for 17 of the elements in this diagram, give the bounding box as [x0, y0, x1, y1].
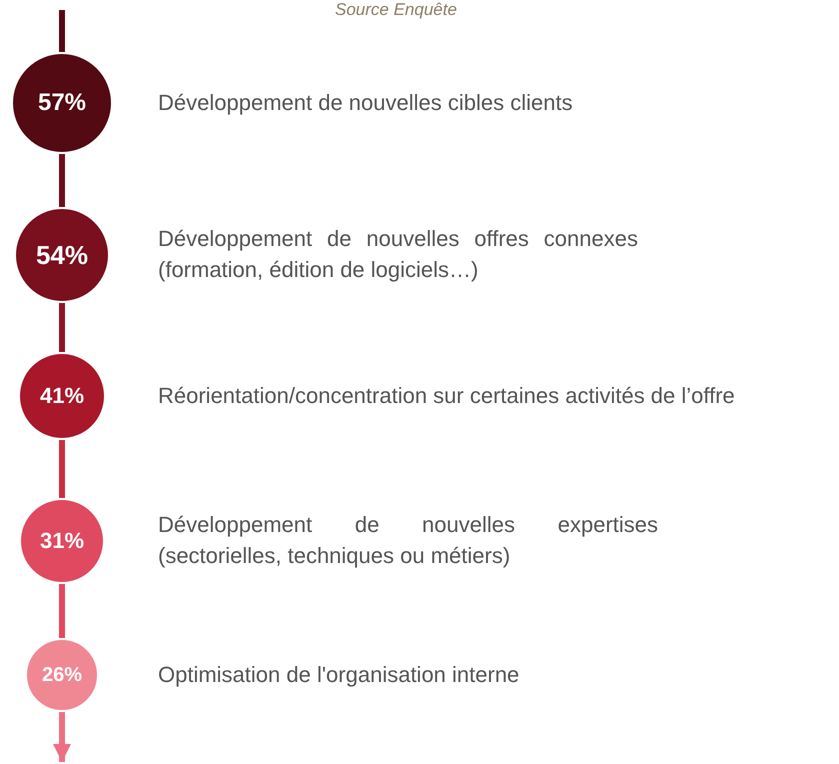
connector-line — [59, 154, 65, 207]
percent-circle: 31% — [19, 498, 105, 584]
percent-circle: 26% — [25, 638, 99, 712]
connector-line — [59, 584, 65, 638]
percent-circle: 54% — [14, 207, 110, 303]
item-description: Réorientation/concentration sur certaines activités de l’offre — [158, 382, 736, 410]
source-note: Source Enquête — [335, 0, 457, 20]
percent-circle: 57% — [11, 52, 113, 154]
arrow — [53, 712, 71, 762]
item-description: Développement de nouvelles cibles clients — [158, 88, 574, 117]
percent-circle: 41% — [18, 352, 106, 440]
connector-line — [59, 303, 65, 352]
connector-line — [59, 10, 65, 52]
item-description: Optimisation de l'organisation interne — [158, 660, 520, 689]
item-description: Développement de nouvelles offres connexes (formation, édition de logiciels…) — [158, 225, 638, 284]
connector-line — [59, 440, 65, 498]
item-description: Développement de nouvelles expertises (sectorielles, techniques ou métiers) — [158, 511, 658, 570]
